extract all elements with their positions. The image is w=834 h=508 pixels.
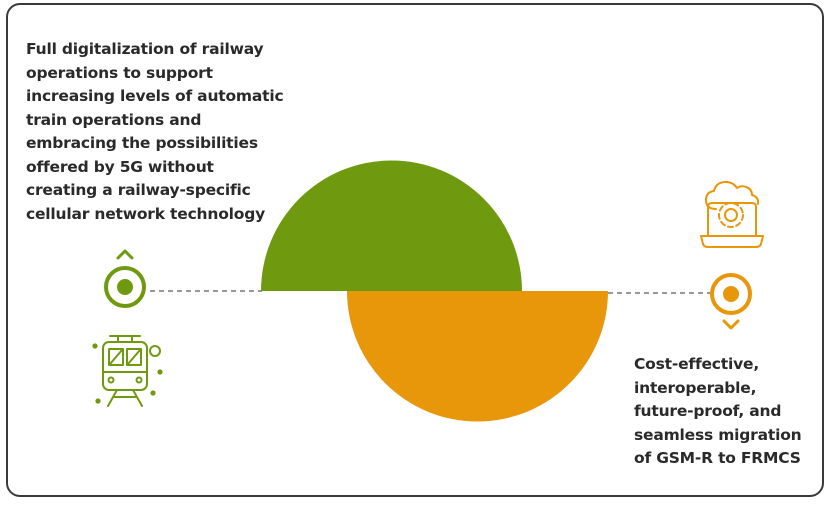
left-statement-line: operations to support: [26, 63, 213, 82]
left-statement-line: train operations and: [26, 110, 202, 129]
left-statement-line: cellular network technology: [26, 204, 266, 223]
green-half-circle: [261, 160, 522, 291]
left-statement: Full digitalization of railway operation…: [26, 38, 316, 226]
right-statement-line: of GSM-R to FRMCS: [634, 449, 801, 467]
left-statement-line: creating a railway-specific: [26, 181, 251, 199]
right-statement: Cost-effective, interoperable, future-pr…: [634, 353, 829, 471]
location-pin-up-icon: [104, 249, 146, 308]
train-icon: [92, 335, 163, 407]
cloud-settings-laptop-icon: [700, 181, 764, 248]
right-statement-line: seamless migration: [634, 425, 802, 444]
content-frame: [6, 3, 824, 497]
left-statement-line: offered by 5G without: [26, 157, 214, 176]
orange-half-circle: [347, 291, 608, 422]
left-statement-line: Full digitalization of railway: [26, 40, 264, 58]
right-statement-line: interoperable,: [634, 378, 757, 397]
left-statement-line: embracing the possibilities: [26, 134, 258, 152]
left-statement-line: increasing levels of automatic: [26, 87, 284, 105]
location-pin-down-icon: [710, 273, 752, 330]
right-statement-line: future-proof, and: [634, 402, 782, 420]
right-statement-line: Cost-effective,: [634, 355, 760, 373]
